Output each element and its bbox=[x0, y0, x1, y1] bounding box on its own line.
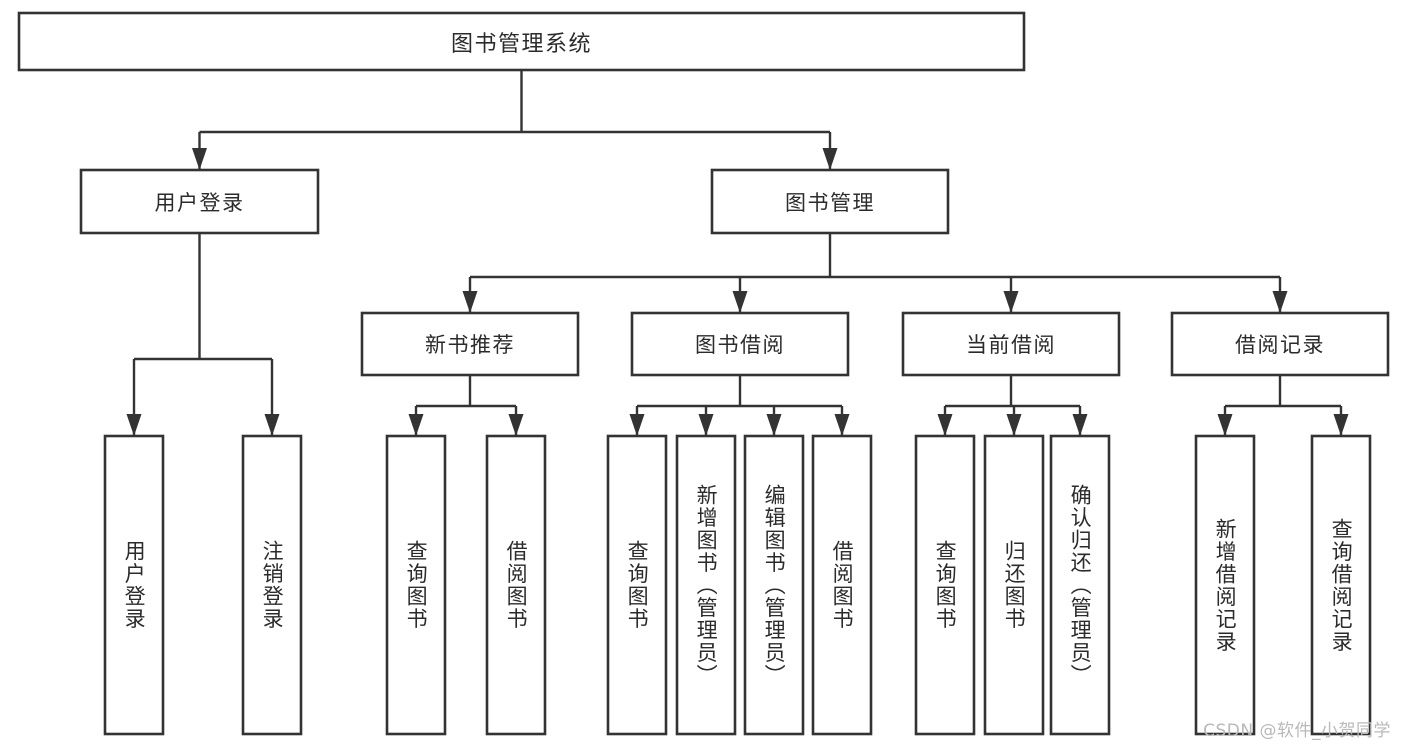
arrow-head-icon-leaf-logout bbox=[264, 414, 280, 436]
node-box-leaf-logout[interactable] bbox=[241, 434, 303, 736]
arrow-head-icon-leaf-query-book-cur bbox=[937, 414, 953, 436]
node-box-book-manage[interactable] bbox=[710, 168, 950, 235]
node-box-root[interactable] bbox=[17, 11, 1026, 72]
node-box-new-book-recommend[interactable] bbox=[360, 311, 580, 377]
node-box-leaf-add-book[interactable] bbox=[675, 434, 737, 736]
node-box-leaf-confirm-return[interactable] bbox=[1049, 434, 1111, 736]
boxes-layer bbox=[17, 11, 1390, 736]
arrow-head-icon-leaf-user-login bbox=[126, 414, 142, 436]
arrow-head-icon-leaf-add-record bbox=[1217, 414, 1233, 436]
node-box-current-borrow[interactable] bbox=[901, 311, 1121, 377]
arrow-head-icon-new-book-recommend bbox=[462, 291, 478, 313]
arrow-head-icon-book-manage bbox=[822, 148, 838, 170]
node-box-leaf-add-record[interactable] bbox=[1194, 434, 1256, 736]
node-box-leaf-query-book-borrow[interactable] bbox=[606, 434, 668, 736]
arrow-head-icon-leaf-return-book bbox=[1006, 414, 1022, 436]
node-box-leaf-borrow-book[interactable] bbox=[811, 434, 873, 736]
arrow-head-icon-leaf-borrow-book-rec bbox=[508, 414, 524, 436]
node-box-user-login[interactable] bbox=[79, 168, 320, 235]
arrow-head-icon-book-borrow bbox=[732, 291, 748, 313]
arrow-head-icon-leaf-query-book-borrow bbox=[629, 414, 645, 436]
node-box-leaf-query-book-cur[interactable] bbox=[914, 434, 976, 736]
arrow-head-icon-user-login bbox=[192, 148, 207, 170]
node-box-leaf-query-book-rec[interactable] bbox=[385, 434, 447, 736]
arrow-head-icon-leaf-add-book bbox=[698, 414, 714, 436]
node-box-leaf-edit-book[interactable] bbox=[743, 434, 805, 736]
connectors-layer bbox=[126, 70, 1349, 436]
node-box-leaf-query-record[interactable] bbox=[1310, 434, 1372, 736]
node-box-book-borrow[interactable] bbox=[630, 311, 850, 377]
node-box-borrow-record[interactable] bbox=[1170, 311, 1390, 377]
node-box-leaf-borrow-book-rec[interactable] bbox=[485, 434, 547, 736]
arrow-head-icon-leaf-query-record bbox=[1333, 414, 1349, 436]
arrow-head-icon-leaf-confirm-return bbox=[1072, 414, 1088, 436]
node-box-leaf-return-book[interactable] bbox=[983, 434, 1045, 736]
arrow-head-icon-leaf-edit-book bbox=[766, 414, 782, 436]
arrow-head-icon-leaf-borrow-book bbox=[834, 414, 850, 436]
arrow-head-icon-current-borrow bbox=[1003, 291, 1019, 313]
csdn-watermark: CSDN @软件_小贺同学 bbox=[1203, 721, 1391, 741]
arrow-head-icon-leaf-query-book-rec bbox=[408, 414, 424, 436]
node-box-leaf-user-login[interactable] bbox=[103, 434, 165, 736]
arrow-head-icon-borrow-record bbox=[1272, 291, 1288, 313]
